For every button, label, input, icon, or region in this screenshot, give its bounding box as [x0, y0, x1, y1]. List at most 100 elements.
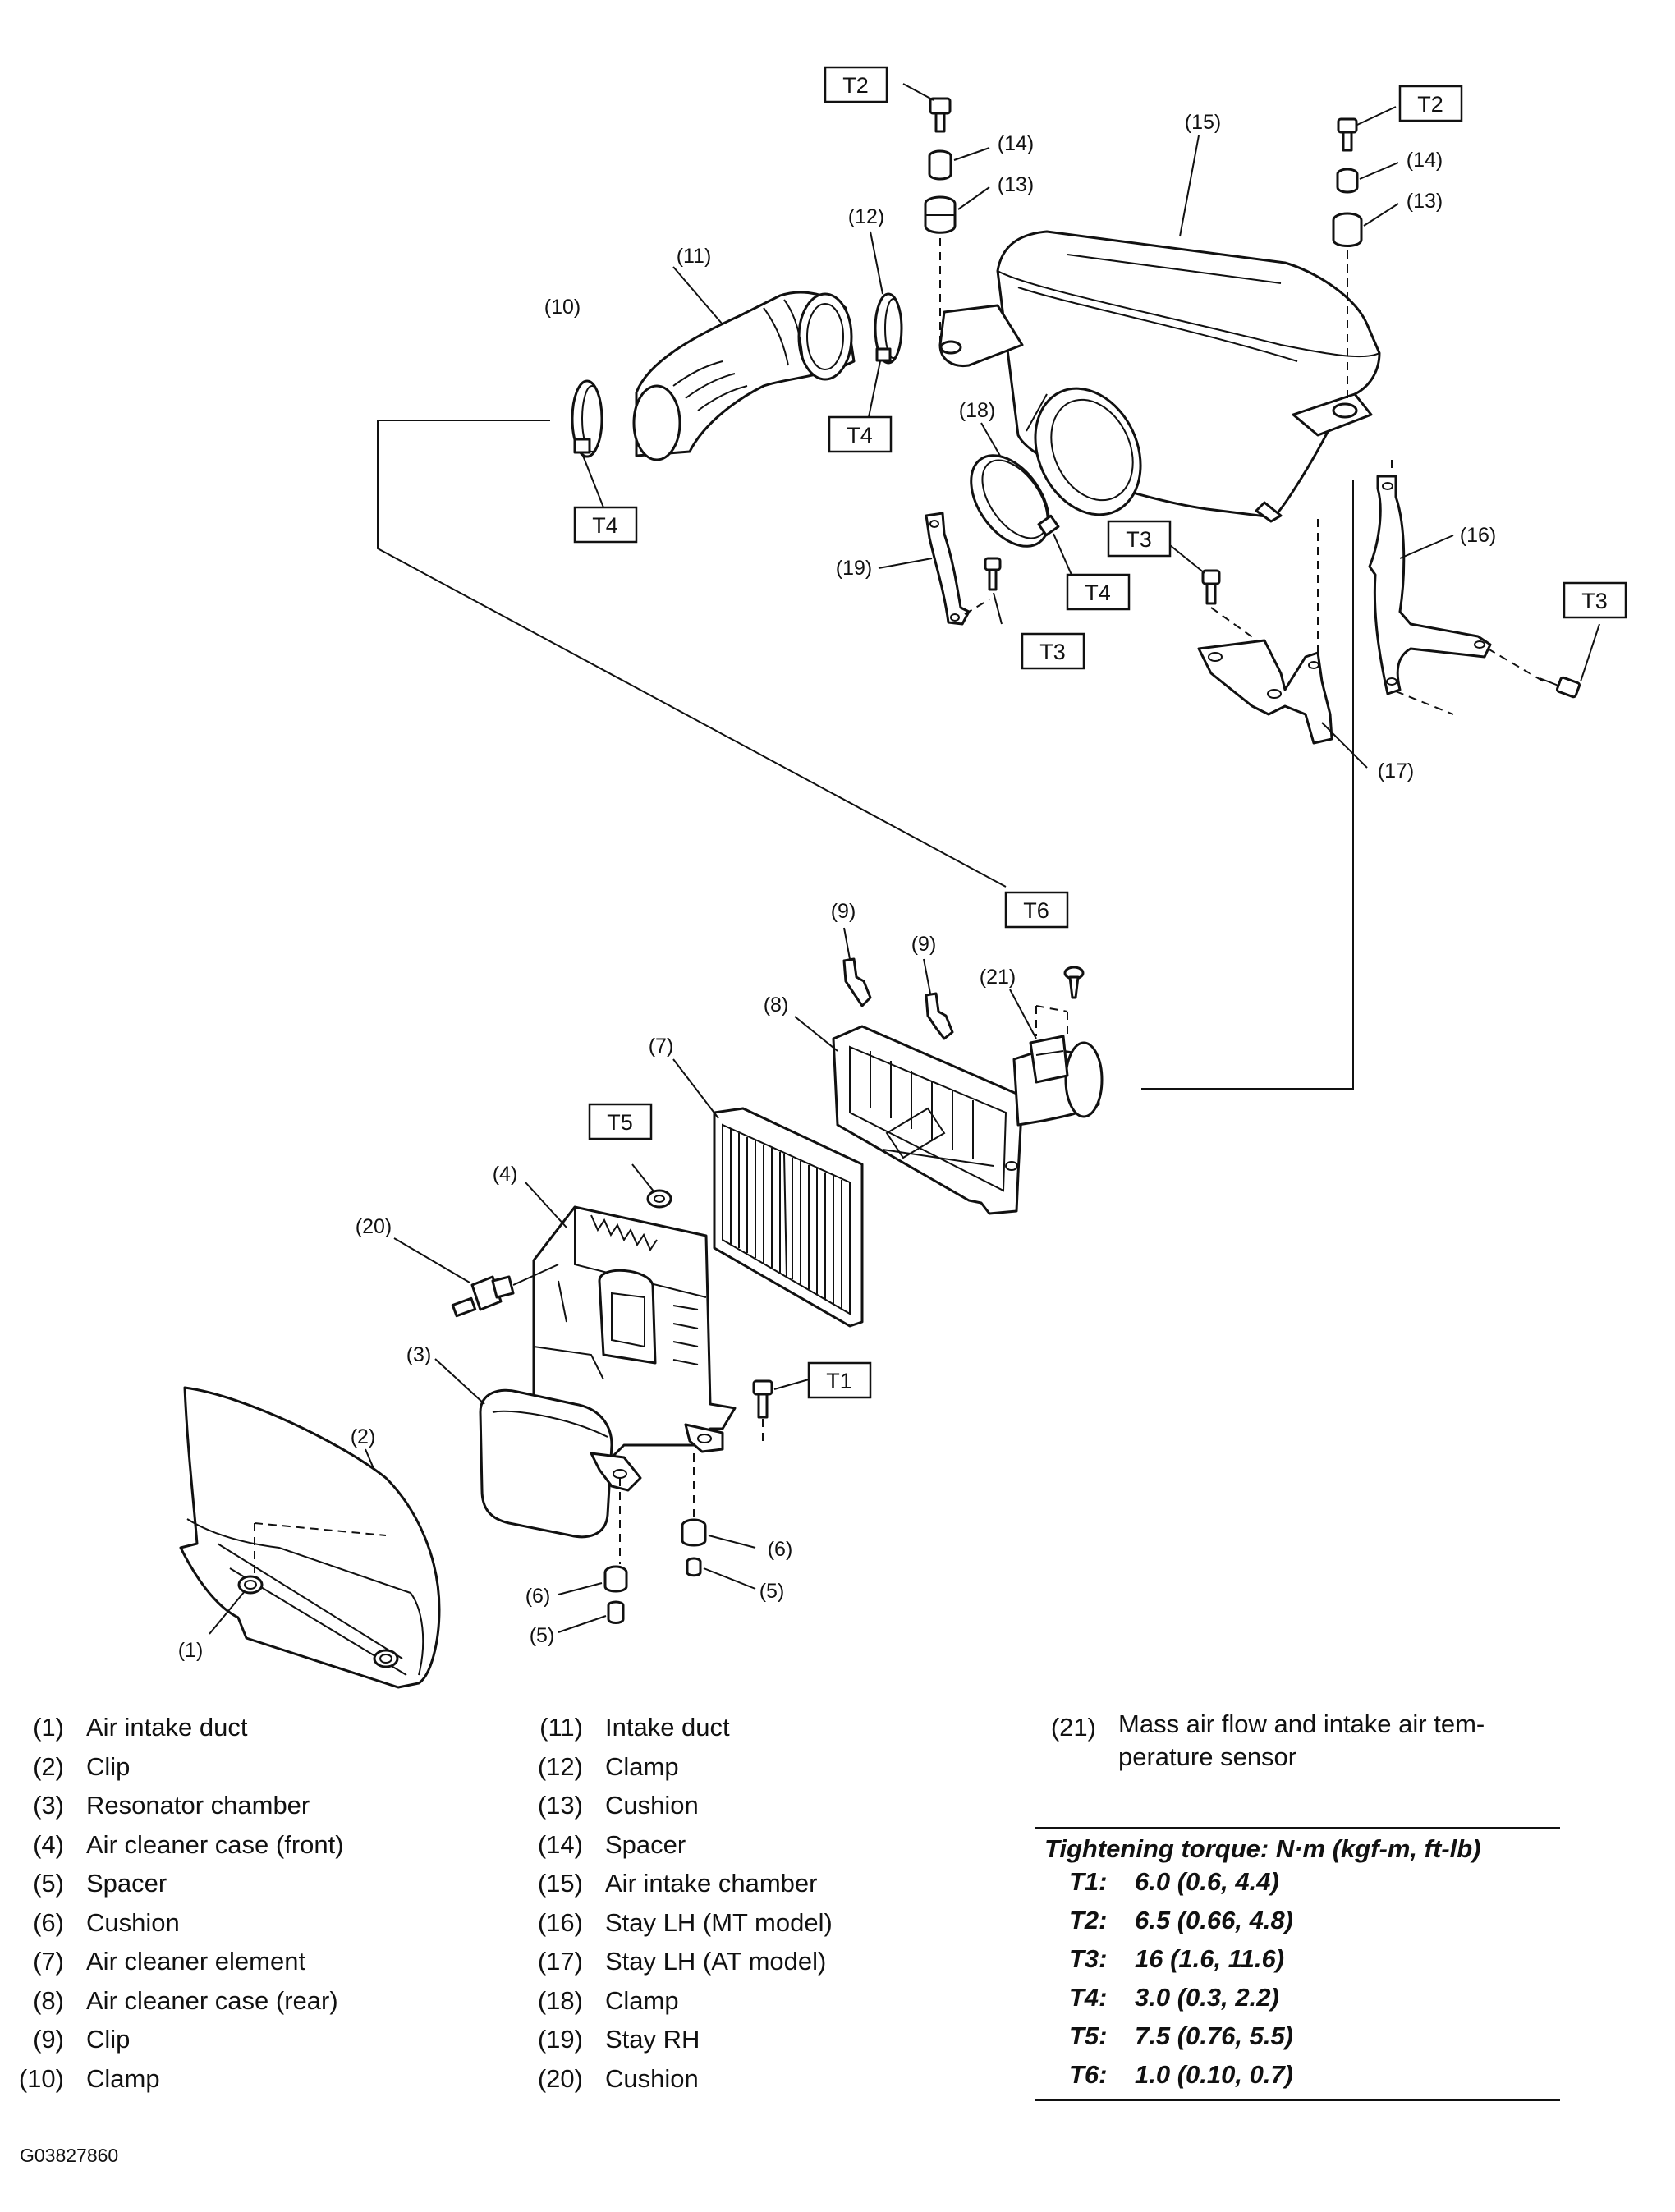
part-6-cushion-right — [681, 1518, 707, 1547]
callout-18: (18) — [959, 399, 995, 422]
legend-item-number: (5) — [33, 1869, 64, 1898]
part-nut-t5 — [646, 1189, 672, 1209]
torque-key: T3: — [1069, 1944, 1108, 1973]
legend-item: (8)Air cleaner case (rear) — [15, 1981, 475, 2021]
legend-item-label: Cushion — [605, 2063, 699, 2093]
torque-key: T4: — [1069, 1983, 1108, 2012]
part-5-spacer-left — [607, 1600, 625, 1624]
part-5-spacer-right — [686, 1557, 702, 1577]
legend-item-label: Cushion — [605, 1791, 699, 1820]
part-15-air-intake-chamber — [938, 230, 1381, 523]
tag-t4-right: T4 — [1066, 573, 1131, 611]
torque-key: T2: — [1069, 1906, 1108, 1934]
part-12-clamp — [874, 292, 903, 365]
torque-top-rule — [1035, 1827, 1560, 1829]
legend-item-number: (2) — [33, 1751, 64, 1781]
legend-item-label: Air intake duct — [86, 1713, 248, 1742]
svg-text:T3: T3 — [1039, 640, 1066, 664]
legend-item-number: (12) — [537, 1751, 583, 1781]
callout-10: (10) — [544, 296, 581, 319]
legend-item-number: (1) — [33, 1713, 64, 1742]
torque-key: T6: — [1069, 2060, 1108, 2089]
part-screw-t6 — [1063, 966, 1085, 999]
svg-text:T4: T4 — [847, 423, 873, 447]
legend-item: (2) Clip — [15, 1747, 475, 1787]
legend-item-number: (19) — [537, 2025, 583, 2054]
svg-text:T4: T4 — [592, 513, 618, 538]
torque-row: T3:16 (1.6, 11.6) — [1035, 1944, 1560, 1983]
legend-item-label: Air cleaner element — [86, 1947, 306, 1976]
callout-14-left: (14) — [998, 132, 1034, 155]
torque-row: T6:1.0 (0.10, 0.7) — [1035, 2060, 1560, 2099]
legend-item-label: Mass air flow and intake air tem-peratur… — [1118, 1709, 1485, 1771]
legend-item-number: (3) — [33, 1791, 64, 1820]
torque-tags: T2 T2 T4 T4 T4 T3 T3 T3 T6 T5 T1 — [573, 66, 1627, 1399]
legend-item-number: (13) — [537, 1791, 583, 1820]
legend-item: (1) Air intake duct — [15, 1708, 475, 1747]
legend-item-number: (6) — [33, 1907, 64, 1937]
callout-labels: (10) (11) (12) (14) (13) (15) (14) (13) … — [178, 111, 1497, 1662]
legend-item-number: (20) — [537, 2063, 583, 2093]
legend-item-number: (4) — [33, 1829, 64, 1859]
callout-3: (3) — [406, 1343, 432, 1366]
part-11-intake-duct — [632, 291, 856, 461]
part-bolt-t2-right — [1337, 117, 1358, 152]
svg-text:T2: T2 — [842, 73, 869, 98]
legend-item: (6)Cushion — [15, 1903, 475, 1943]
tightening-torque-table: Tightening torque: N·m (kgf-m, ft-lb) T1… — [1035, 1827, 1560, 2101]
svg-text:T6: T6 — [1023, 898, 1049, 923]
legend-item: (7)Air cleaner element — [15, 1942, 475, 1981]
torque-row: T2:6.5 (0.66, 4.8) — [1035, 1906, 1560, 1944]
torque-value: 3.0 (0.3, 2.2) — [1135, 1983, 1279, 2012]
callout-9-left: (9) — [831, 900, 856, 923]
legend-item-number: (11) — [539, 1713, 583, 1742]
callout-12: (12) — [848, 205, 884, 228]
legend-item: (16)Stay LH (MT model) — [534, 1903, 994, 1943]
part-9-clip-left — [842, 957, 872, 1007]
torque-rows: T1: 6.0 (0.6, 4.4) T2:6.5 (0.66, 4.8)T3:16… — [1035, 1867, 1560, 2099]
part-9-clip-right — [925, 992, 954, 1040]
callout-15: (15) — [1185, 111, 1221, 134]
svg-text:T1: T1 — [826, 1369, 852, 1393]
legend-item-label: Clip — [86, 1751, 131, 1781]
parts-legend-col3: (21)Mass air flow and intake air tem-per… — [1047, 1708, 1556, 1771]
parts-legend-col1: (1) Air intake duct (2) Clip (3)Resonator ch… — [15, 1708, 475, 2098]
callout-19: (19) — [836, 557, 872, 580]
part-14-spacer-right — [1336, 168, 1359, 194]
legend-item-label: Stay LH (MT model) — [605, 1907, 833, 1937]
legend-item: (9)Clip — [15, 2020, 475, 2059]
tag-t4-left: T4 — [573, 506, 638, 544]
parts-legend-col2: (11)Intake duct(12)Clamp(13)Cushion(14)S… — [534, 1708, 994, 2098]
part-13-cushion-right — [1332, 212, 1363, 247]
torque-value: 7.5 (0.76, 5.5) — [1135, 2022, 1294, 2050]
part-16-stay-lh-mt — [1368, 475, 1492, 695]
tag-t2-left: T2 — [824, 66, 888, 103]
legend-item-label: Spacer — [86, 1869, 168, 1898]
figure-code: G03827860 — [20, 2145, 119, 2166]
callout-14-right: (14) — [1407, 149, 1443, 172]
torque-title: Tightening torque: N·m (kgf-m, ft-lb) — [1044, 1834, 1481, 1863]
torque-value: 6.0 (0.6, 4.4) — [1135, 1867, 1279, 1896]
part-17-stay-lh-at — [1197, 639, 1333, 745]
legend-item-label: Stay LH (AT model) — [605, 1947, 827, 1976]
callout-8: (8) — [764, 994, 789, 1017]
callout-13-left: (13) — [998, 173, 1034, 196]
legend-item: (18)Clamp — [534, 1981, 994, 2021]
legend-item-label: Clip — [86, 2025, 131, 2054]
svg-text:T3: T3 — [1581, 589, 1608, 613]
legend-item: (15)Air intake chamber — [534, 1864, 994, 1903]
legend-item-label: Spacer — [605, 1829, 686, 1859]
tag-t2-right: T2 — [1398, 85, 1463, 122]
callout-20: (20) — [356, 1215, 392, 1238]
torque-row: T5:7.5 (0.76, 5.5) — [1035, 2022, 1560, 2060]
svg-text:T3: T3 — [1126, 527, 1152, 552]
callout-6-left: (6) — [525, 1585, 551, 1608]
part-bolt-t3-rh — [984, 557, 1002, 591]
torque-key: T1: — [1069, 1867, 1108, 1896]
torque-row: T4: 3.0 (0.3, 2.2) — [1035, 1983, 1560, 2022]
tag-t4-mid: T4 — [828, 415, 893, 453]
callout-11: (11) — [677, 245, 712, 268]
svg-text:T4: T4 — [1085, 581, 1111, 605]
legend-item: (10)Clamp — [15, 2059, 475, 2099]
legend-item: (3)Resonator chamber — [15, 1786, 475, 1825]
